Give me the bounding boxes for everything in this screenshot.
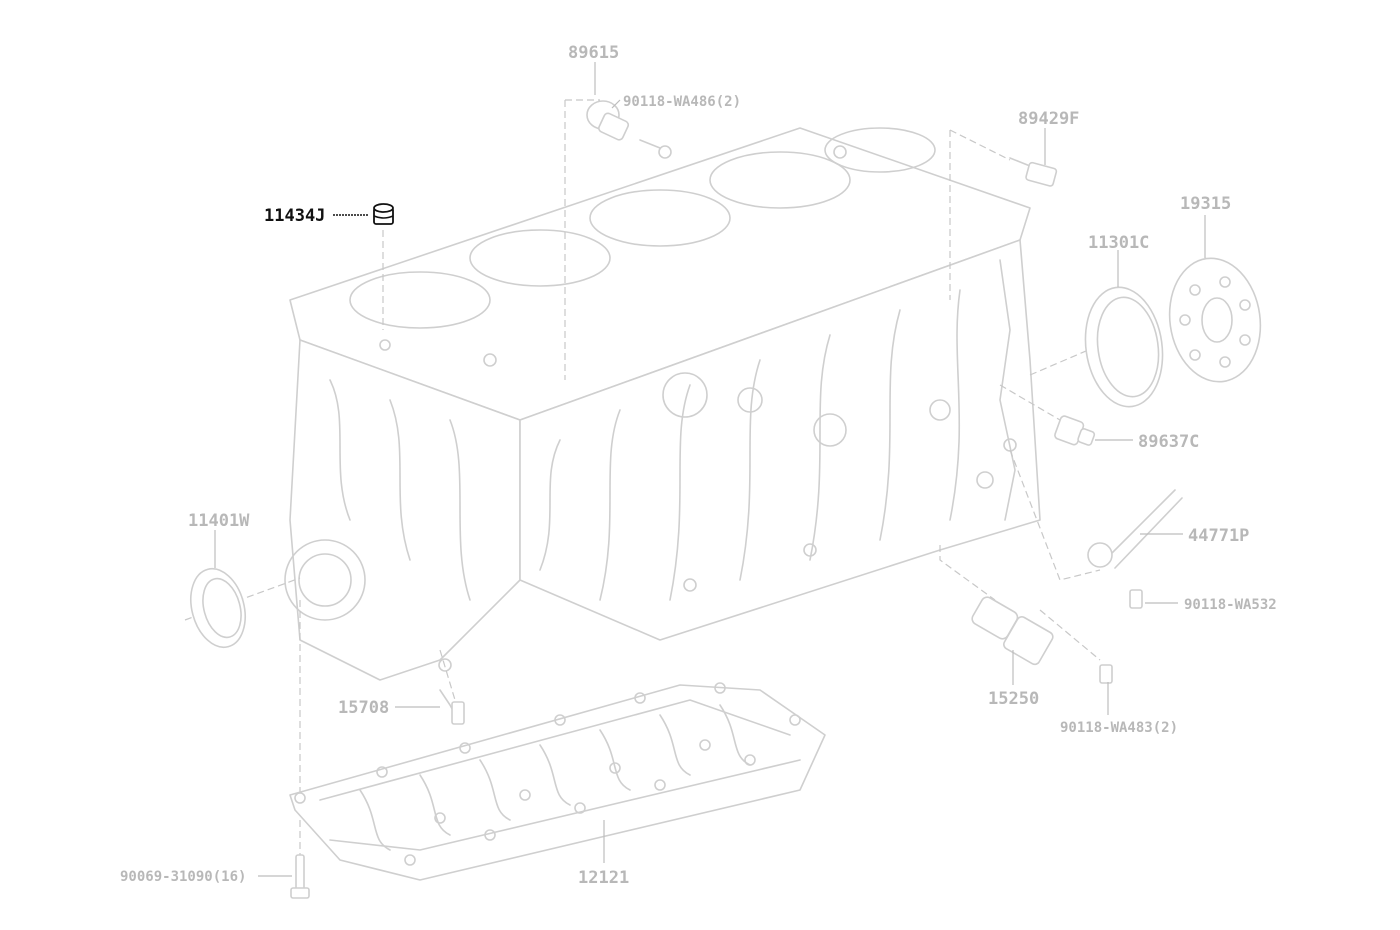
- oil-pan-bolt[interactable]: [290, 854, 310, 899]
- label-11301c[interactable]: 11301C: [1088, 233, 1149, 253]
- label-11401w[interactable]: 11401W: [188, 511, 250, 531]
- label-90118-wa483[interactable]: 90118-WA483(2): [1060, 720, 1178, 736]
- oil-control-valve[interactable]: [970, 595, 1113, 684]
- label-12121[interactable]: 12121: [578, 868, 629, 888]
- label-leaders: [214, 62, 1206, 877]
- label-90118-wa486[interactable]: 90118-WA486(2): [623, 94, 741, 110]
- temperature-sensor[interactable]: [1009, 157, 1058, 187]
- oil-level-guide[interactable]: [1087, 489, 1183, 609]
- label-11434j[interactable]: 11434J: [264, 206, 325, 226]
- highlighted-plug[interactable]: [333, 203, 394, 225]
- label-44771p[interactable]: 44771P: [1188, 526, 1249, 546]
- crank-position-sensor[interactable]: [1054, 415, 1096, 446]
- label-89615[interactable]: 89615: [568, 43, 619, 63]
- oil-pan[interactable]: [289, 682, 826, 881]
- oil-jet[interactable]: [439, 689, 465, 725]
- front-oil-seal[interactable]: [183, 563, 254, 654]
- label-90069-31090[interactable]: 90069-31090(16): [120, 869, 246, 885]
- label-15250[interactable]: 15250: [988, 689, 1039, 709]
- label-90118-wa532[interactable]: 90118-WA532: [1184, 597, 1277, 613]
- label-15708[interactable]: 15708: [338, 698, 389, 718]
- label-19315[interactable]: 19315: [1180, 194, 1231, 214]
- cylinder-block[interactable]: [284, 127, 1041, 681]
- rear-oil-seal[interactable]: [1078, 282, 1170, 411]
- label-89637c[interactable]: 89637C: [1138, 432, 1199, 452]
- label-89429f[interactable]: 89429F: [1018, 109, 1079, 129]
- knock-sensor[interactable]: [586, 100, 672, 159]
- sensor-plate[interactable]: [1162, 252, 1268, 387]
